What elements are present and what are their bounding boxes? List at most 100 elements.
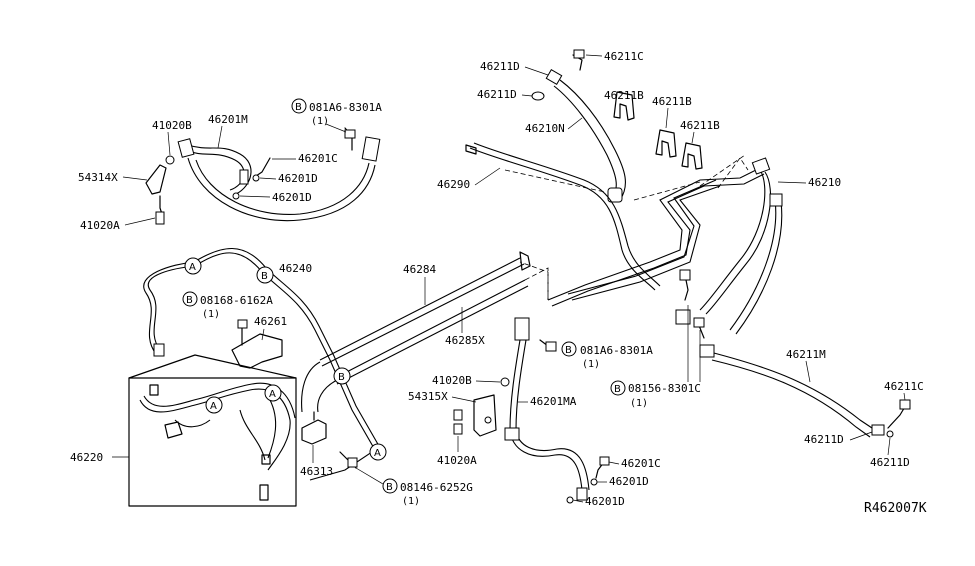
nut-41020b [165, 155, 175, 165]
hose-46211m [709, 351, 876, 431]
label-46211c-top: 46211C [604, 50, 644, 63]
clip-46211b-a [613, 91, 635, 121]
svg-text:B: B [186, 295, 193, 306]
svg-text:B: B [614, 384, 621, 395]
label-46201m: 46201M [208, 113, 248, 126]
hose-end-46201ma [514, 317, 530, 341]
hose-end-bracket [361, 136, 381, 162]
label-08146-qty: (1) [402, 496, 420, 507]
callout-a-left [184, 257, 202, 275]
label-46201d-bot-1: 46201D [609, 475, 649, 488]
callout-b-left [256, 266, 274, 284]
svg-text:A: A [374, 448, 381, 459]
label-46290: 46290 [437, 178, 470, 191]
hose-clip [239, 169, 249, 185]
label-46220: 46220 [70, 451, 103, 464]
label-41020b-mid: 41020B [432, 374, 472, 387]
nut-41020b-mid [500, 377, 510, 387]
label-08168: 08168-6162A [200, 294, 273, 307]
callout-b-center [333, 367, 351, 385]
bracket-46313 [301, 419, 327, 445]
label-46211d-a: 46211D [480, 60, 520, 73]
callout-a-box-1 [205, 396, 223, 414]
label-46261: 46261 [254, 315, 287, 328]
label-08146: 08146-6252G [400, 481, 473, 494]
callout-a-center [369, 443, 387, 461]
callout-b-08146 [382, 478, 398, 494]
clip-46211b-b [655, 129, 677, 158]
label-54315x: 54315X [408, 390, 448, 403]
label-08156-qty: (1) [630, 398, 648, 409]
bracket-54314x [145, 164, 167, 195]
bracket-54315x [473, 394, 497, 437]
svg-text:A: A [269, 389, 276, 400]
label-41020a-mid: 41020A [437, 454, 477, 467]
hose-loop [187, 157, 376, 222]
svg-text:A: A [210, 401, 217, 412]
label-46285x: 46285X [445, 334, 485, 347]
label-54314x: 54314X [78, 171, 118, 184]
hose-46201ma [509, 339, 583, 491]
callout-b-top [291, 98, 307, 114]
label-46201ma: 46201MA [530, 395, 577, 408]
label-41020a-top: 41020A [80, 219, 120, 232]
clip-46211b-c [681, 142, 703, 170]
hose-46210n [559, 79, 626, 201]
washer-46211d [531, 91, 545, 101]
label-46201d-bot-2: 46201D [585, 495, 625, 508]
callout-b-081a6-mid [561, 341, 577, 357]
label-46313: 46313 [300, 465, 333, 478]
label-46201c-bot: 46201C [621, 457, 661, 470]
bracket-46261 [231, 333, 283, 369]
label-46210n: 46210N [525, 122, 565, 135]
bolt-41020a-mid [453, 423, 463, 435]
front-left-hose-group [145, 127, 381, 225]
label-081a6-mid: 081A6-8301A [580, 344, 653, 357]
label-081a6-top-qty: (1) [311, 116, 329, 127]
assembly-box-46220 [128, 377, 297, 507]
label-081a6-mid-qty: (1) [582, 359, 600, 370]
callout-b-08168 [182, 291, 198, 307]
label-46210: 46210 [808, 176, 841, 189]
label-46201c-top: 46201C [298, 152, 338, 165]
hose-end-fitting [177, 138, 195, 158]
hose-46201m [184, 149, 245, 191]
label-46211d-right-2: 46211D [870, 456, 910, 469]
tube-46285x [334, 279, 526, 379]
label-46211b-b: 46211B [652, 95, 692, 108]
callout-a-box-2 [264, 384, 282, 402]
tube-46290 [469, 147, 656, 291]
svg-text:B: B [565, 345, 572, 356]
svg-text:B: B [261, 271, 268, 282]
label-46284: 46284 [403, 263, 436, 276]
tube-46284 [319, 257, 521, 361]
tube-46210 [547, 167, 761, 301]
center-tube-group [465, 49, 703, 291]
label-41020b-top: 41020B [152, 119, 192, 132]
callout-b-08156 [610, 380, 626, 396]
bolt-head-41020a [155, 211, 165, 225]
label-46211c-right: 46211C [884, 380, 924, 393]
label-08168-qty: (1) [202, 309, 220, 320]
label-46211d-b: 46211D [477, 88, 517, 101]
label-46211b-a: 46211B [604, 89, 644, 102]
label-08156: 08156-8301C [628, 382, 701, 395]
main-tube-group [519, 154, 911, 438]
svg-text:A: A [189, 262, 196, 273]
label-46201d-top-1: 46201D [278, 172, 318, 185]
tube-46240 [147, 252, 376, 481]
reference-code: R462007K [864, 501, 927, 516]
left-harness-group [128, 247, 380, 507]
svg-text:B: B [295, 102, 302, 113]
label-081a6-top: 081A6-8301A [309, 101, 382, 114]
label-46211d-right-1: 46211D [804, 433, 844, 446]
svg-text:B: B [338, 372, 345, 383]
label-46201d-top-2: 46201D [272, 191, 312, 204]
bolt-41020a [159, 195, 163, 215]
label-46211b-c: 46211B [680, 119, 720, 132]
svg-text:B: B [386, 482, 393, 493]
label-46240: 46240 [279, 262, 312, 275]
rear-hose-group [453, 317, 610, 504]
